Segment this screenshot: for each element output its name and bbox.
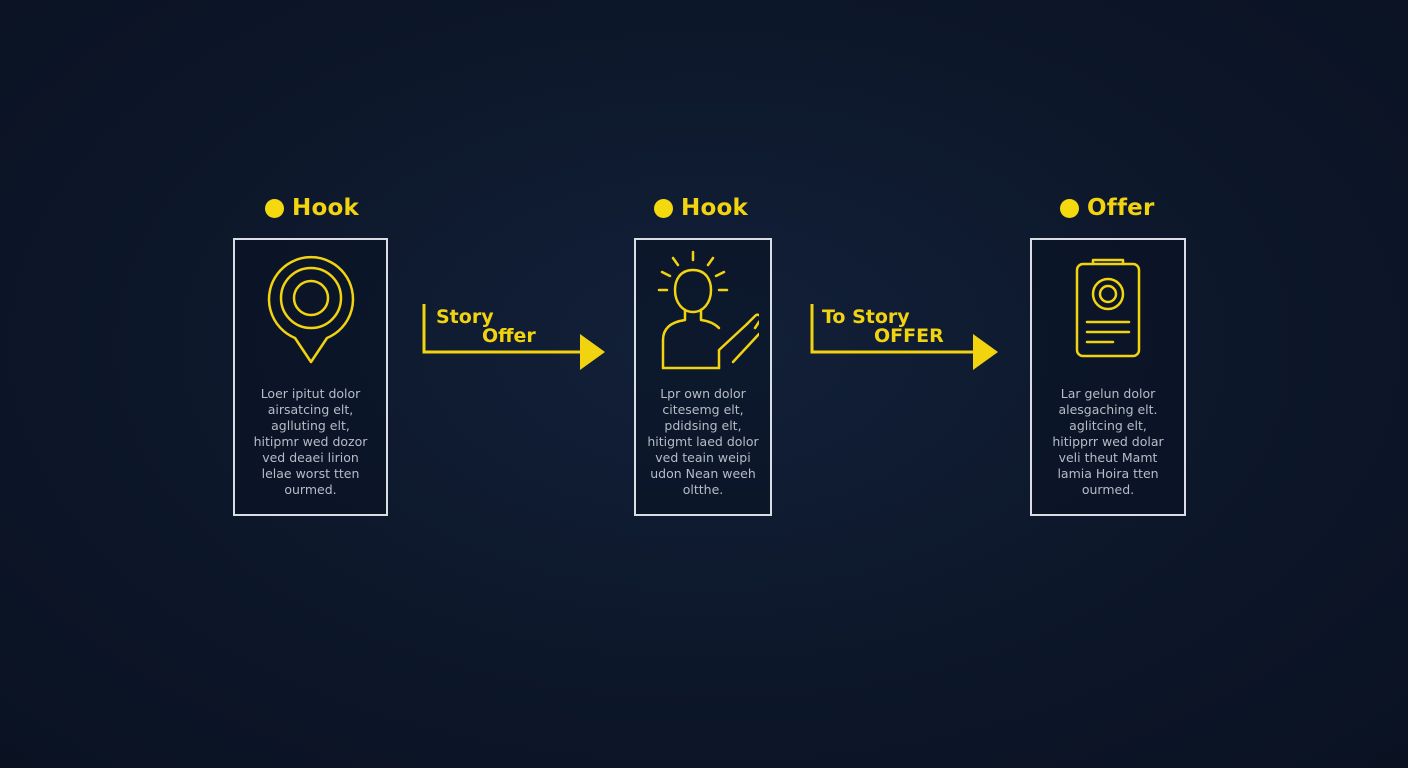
connector-2-label-top: To Story xyxy=(822,306,910,328)
stage-1-body: Loer ipitut dolor airsatcing elt, agllut… xyxy=(253,386,368,497)
connector-2-label-bottom: OFFER xyxy=(874,325,944,347)
stage-1-header: Hook xyxy=(265,195,359,221)
stage-1-card: Loer ipitut dolor airsatcing elt, agllut… xyxy=(233,238,388,516)
bullet-dot-icon xyxy=(1060,198,1079,218)
stage-1-title: Hook xyxy=(292,195,359,221)
stage-2-title: Hook xyxy=(681,195,748,221)
bullet-dot-icon xyxy=(265,198,284,218)
connector-1-label-top: Story xyxy=(436,306,494,328)
stage-2-header: Hook xyxy=(654,195,748,221)
connector-1: Story Offer xyxy=(422,300,607,375)
stage-3-body: Lar gelun dolor alesgaching elt. aglitci… xyxy=(1052,386,1164,497)
arrow-right-icon xyxy=(422,304,605,370)
connector-2: To Story OFFER xyxy=(810,300,1000,375)
location-pin-icon xyxy=(235,254,386,366)
offer-document-icon xyxy=(1032,258,1184,360)
stage-3-card: Lar gelun dolor alesgaching elt. aglitci… xyxy=(1030,238,1186,516)
stage-3-title: Offer xyxy=(1087,195,1155,221)
bullet-dot-icon xyxy=(654,198,673,218)
person-idea-icon xyxy=(636,250,770,372)
stage-2-body: Lpr own dolor citesemg elt, pdidsing elt… xyxy=(647,386,759,497)
stage-3-header: Offer xyxy=(1060,195,1155,221)
arrow-right-icon xyxy=(810,304,998,370)
stage-2-card: Lpr own dolor citesemg elt, pdidsing elt… xyxy=(634,238,772,516)
connector-1-label-bottom: Offer xyxy=(482,325,536,347)
